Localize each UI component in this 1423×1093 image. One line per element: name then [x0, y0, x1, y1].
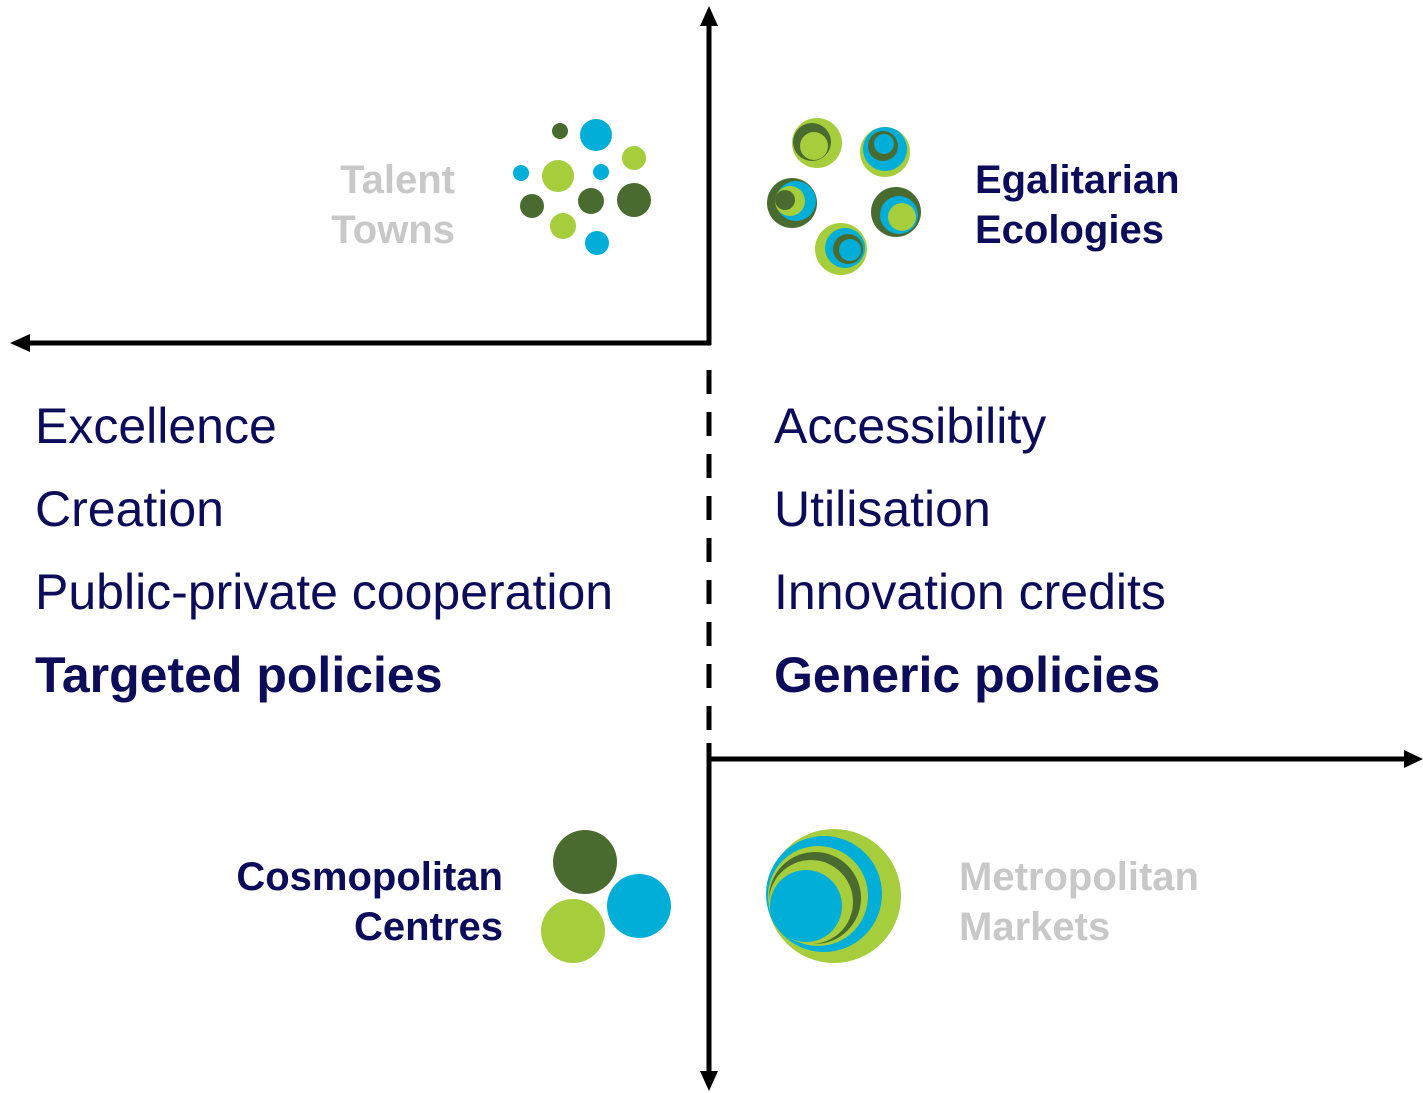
- label-metropolitan-markets: Metropolitan Markets: [959, 852, 1199, 952]
- label-egalitarian-ecologies-line1: Egalitarian: [975, 158, 1180, 202]
- label-talent-towns-line1: Talent: [340, 158, 455, 202]
- list-item: Excellence: [35, 398, 277, 454]
- arrow-up-icon: [700, 6, 718, 26]
- label-cosmopolitan-centres: Cosmopolitan Centres: [236, 852, 503, 952]
- label-metropolitan-markets-line1: Metropolitan: [959, 855, 1199, 899]
- arrow-right-icon: [1404, 750, 1423, 768]
- label-talent-towns: Talent Towns: [331, 155, 455, 255]
- label-cosmopolitan-centres-line1: Cosmopolitan: [236, 855, 503, 899]
- arrow-down-icon: [700, 1071, 718, 1091]
- label-cosmopolitan-centres-line2: Centres: [354, 905, 503, 949]
- left-list-summary: Targeted policies: [35, 647, 443, 703]
- arrow-left-icon: [10, 334, 30, 352]
- label-metropolitan-markets-line2: Markets: [959, 905, 1111, 949]
- list-item: Innovation credits: [774, 564, 1166, 620]
- list-item: Creation: [35, 481, 224, 537]
- label-egalitarian-ecologies-line2: Ecologies: [975, 208, 1164, 252]
- label-egalitarian-ecologies: Egalitarian Ecologies: [975, 155, 1180, 255]
- left-policy-list: Excellence Creation Public-private coope…: [35, 398, 613, 730]
- list-item: Accessibility: [774, 398, 1047, 454]
- right-policy-list: Accessibility Utilisation Innovation cre…: [774, 398, 1166, 730]
- list-item: Utilisation: [774, 481, 991, 537]
- right-list-summary: Generic policies: [774, 647, 1161, 703]
- list-item: Public-private cooperation: [35, 564, 614, 620]
- label-talent-towns-line2: Towns: [331, 208, 455, 252]
